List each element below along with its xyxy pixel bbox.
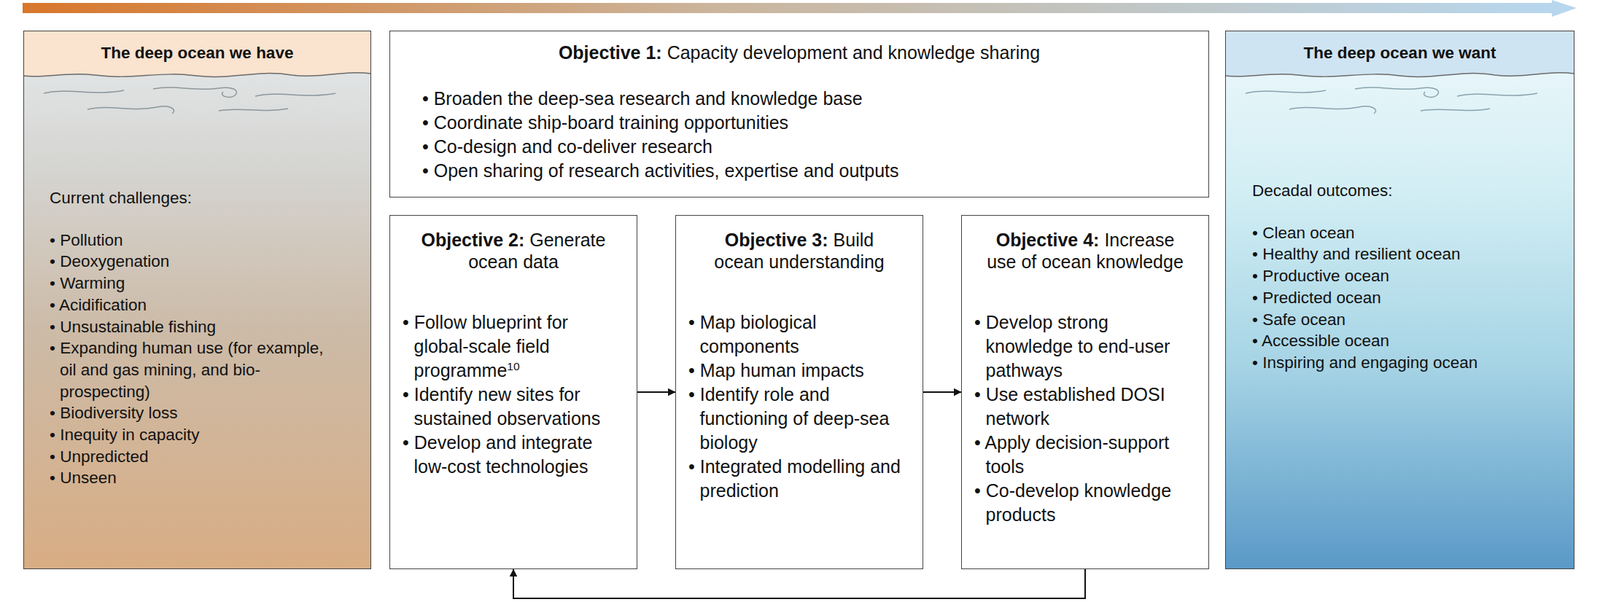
challenges-panel: The deep ocean we haveCurrent challenges… [23,30,372,570]
objective-box: Objective 1:Capacity development and kno… [389,30,1210,198]
bullet-item: • Map biological components [688,310,903,359]
objective-title: Capacity development and knowledge shari… [667,42,1040,63]
bullet-item: • Deoxygenation [49,250,327,273]
bullet-item: • Develop strong knowledge to end-user p… [974,310,1188,383]
flow-arrow [637,391,676,394]
bullet-list: • Map biological components• Map human i… [688,310,903,504]
bullet-item: • Accessible ocean [1252,330,1559,353]
objective-box: Objective 3:Build ocean understanding • M… [675,215,924,570]
bullet-item: • Inspiring and engaging ocean [1252,352,1559,375]
bullet-list: • Develop strong knowledge to end-user p… [974,310,1188,528]
bullet-item: • Biodiversity loss [49,402,327,425]
list-heading: Current challenges: [49,187,327,210]
bullet-item: • Unpredicted [49,446,327,469]
bullet-item: • Use established DOSI network [974,382,1188,431]
bullet-item: • Coordinate ship-board training opportu… [422,110,1187,135]
objective-number: Objective 2: [421,229,526,251]
objective-number: Objective 4: [996,229,1100,251]
bullet-item: • Develop and integrate low-cost technol… [402,430,617,480]
bullet-item: • Expanding human use (for example, oil … [49,337,327,403]
objective-box: Objective 4:Increase use of ocean knowle… [961,215,1210,570]
list-heading: Decadal outcomes: [1252,180,1559,203]
bullet-item: • Broaden the deep-sea research and know… [422,86,1187,111]
bullet-item: • Identify role and functioning of deep-… [688,382,903,456]
bullet-item: • Warming [49,272,327,295]
bullet-item: • Predicted ocean [1252,287,1559,310]
bullet-item: • Inequity in capacity [49,424,327,447]
bullet-list: • Follow blueprint for global-scale fiel… [402,310,617,480]
bullet-item: • Open sharing of research activities, e… [422,158,1187,184]
bullet-list: • Broaden the deep-sea research and know… [422,86,1187,184]
bullet-item: • Co-develop knowledge products [974,479,1188,528]
top-arrowhead [1551,0,1577,17]
outcomes-panel: The deep ocean we wantDecadal outcomes: •… [1225,30,1575,570]
objective-number: Objective 3: [724,229,829,251]
objective-heading: Objective 2:Generate ocean data [414,228,612,273]
panel-heading: The deep ocean we want [1225,43,1574,63]
flow-arrow [513,569,1086,599]
panel-heading: The deep ocean we have [24,43,371,63]
have-panel-art [23,30,372,570]
flow-arrow [923,391,962,394]
bullet-item: • Apply decision-support tools [974,430,1188,480]
bullet-item: • Map human impacts [688,358,903,383]
bullet-item: • Acidification [49,294,327,317]
footnote-number: 10 [506,360,520,373]
panel-body: Decadal outcomes: • Clean ocean• Healthy … [1252,180,1559,375]
top-bar [22,2,1555,14]
bullet-item: • Unsustainable fishing [49,316,327,339]
bullet-item: • Integrated modelling and prediction [688,455,903,504]
objective-number: Objective 1: [558,42,663,63]
objective-heading: Objective 1:Capacity development and kno… [390,41,1209,64]
bullet-item: • Follow blueprint for global-scale fiel… [402,310,617,383]
bullet-item: • Clean ocean [1252,222,1559,245]
want-panel-art [1225,30,1575,570]
panel-body: Current challenges: • Pollution• Deoxygen… [49,187,327,490]
bullet-item: • Pollution [49,229,327,252]
bullet-item: • Identify new sites for sustained obser… [402,382,617,431]
bullet-item: • Safe ocean [1252,309,1559,332]
bullet-item: • Productive ocean [1252,265,1559,288]
bullet-item: • Unseen [49,467,327,490]
objective-box: Objective 2:Generate ocean data • Follow … [389,215,638,570]
bullet-item: • Co-design and co-deliver research [422,134,1187,159]
bullet-item: • Healthy and resilient ocean [1252,243,1559,266]
objective-heading: Objective 3:Build ocean understanding [700,228,898,273]
objective-heading: Objective 4:Increase use of ocean knowle… [986,228,1184,273]
